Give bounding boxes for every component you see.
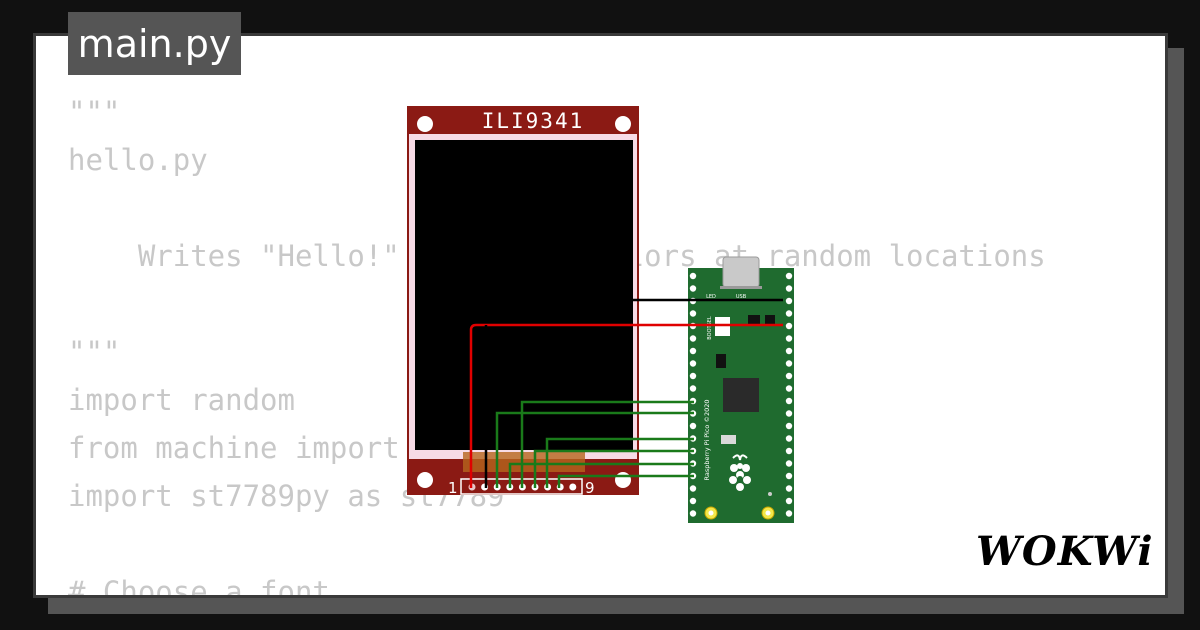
data-wire <box>495 411 694 488</box>
display-screen <box>415 140 633 450</box>
pico-pin[interactable] <box>689 310 697 317</box>
mount-hole-center <box>708 510 714 516</box>
pico-pin[interactable] <box>785 322 793 330</box>
pico-pin[interactable] <box>785 360 793 367</box>
display-label: ILI9341 <box>482 109 585 133</box>
pico-pin[interactable] <box>689 360 697 367</box>
pico-pin[interactable] <box>785 285 793 292</box>
pico-pin[interactable] <box>689 485 697 492</box>
pico-pin[interactable] <box>785 460 793 467</box>
bootsel-label: BOOTSEL <box>707 316 713 340</box>
code-line: """ <box>68 335 121 369</box>
code-line: """ <box>68 95 121 129</box>
pico-pin[interactable] <box>785 297 793 305</box>
data-wire <box>520 400 694 488</box>
data-wire <box>545 437 694 488</box>
mount-hole <box>615 116 631 132</box>
pico-pin[interactable] <box>785 472 793 480</box>
test-point <box>768 492 772 496</box>
pico-pin[interactable] <box>785 372 793 380</box>
pico-pin[interactable] <box>785 272 793 280</box>
bootsel-button[interactable] <box>715 317 730 336</box>
mount-hole <box>417 472 433 488</box>
pico-pin[interactable] <box>785 510 793 517</box>
pico-pin[interactable] <box>785 435 793 442</box>
wires <box>469 298 783 488</box>
pico-pin[interactable] <box>689 372 697 380</box>
pico-pin[interactable] <box>785 422 793 430</box>
wokwi-logo[interactable]: WOKWi <box>976 528 1154 575</box>
pico-pin[interactable] <box>785 385 793 392</box>
pico-pin[interactable] <box>785 397 793 405</box>
raspberry-pi-logo <box>729 454 751 491</box>
display-pin[interactable] <box>480 482 490 492</box>
pico-chip <box>716 354 726 368</box>
pico-pin[interactable] <box>785 335 793 342</box>
rp2040-chip <box>723 378 759 412</box>
pico-component <box>721 435 736 444</box>
pico-pin[interactable] <box>785 485 793 492</box>
code-line: # Choose a font <box>68 575 330 598</box>
pico-pin[interactable] <box>689 272 697 280</box>
pico-pin[interactable] <box>785 347 793 355</box>
pico-pin[interactable] <box>689 510 697 517</box>
display-pin[interactable] <box>568 482 578 492</box>
pico-chip <box>748 315 760 324</box>
pico-pin[interactable] <box>689 285 697 292</box>
usb-connector <box>722 256 760 288</box>
pin-start-label: 1 <box>448 479 458 497</box>
data-wire <box>508 462 694 488</box>
pico-pin[interactable] <box>785 447 793 455</box>
data-wire <box>533 449 694 488</box>
pico-pin[interactable] <box>689 497 697 505</box>
pico-pin[interactable] <box>689 335 697 342</box>
pin-end-label: 9 <box>585 479 595 497</box>
pico-pin[interactable] <box>785 410 793 417</box>
pico-silkscreen: Raspberry Pi Pico ©2020 <box>703 399 711 480</box>
usb-label: USB <box>736 294 747 300</box>
mount-hole <box>417 116 433 132</box>
pico-pin[interactable] <box>785 310 793 317</box>
vcc-wire <box>469 323 783 488</box>
flex-cable <box>463 452 585 472</box>
pico-pin[interactable] <box>689 347 697 355</box>
led-label: LED <box>706 294 716 300</box>
code-line: hello.py <box>68 143 208 177</box>
data-wire <box>557 474 694 488</box>
pico-pin[interactable] <box>689 422 697 430</box>
mount-hole <box>615 472 631 488</box>
pico-pin[interactable] <box>689 385 697 392</box>
raspberry-pi-pico[interactable]: LED USB BOOTSEL Raspberry Pi Pico ©2020 <box>688 256 794 523</box>
pico-chip <box>765 315 775 324</box>
code-line: import random <box>68 383 295 417</box>
pico-pin[interactable] <box>785 497 793 505</box>
usb-base <box>720 286 762 289</box>
mount-hole-center <box>765 510 771 516</box>
ili9341-display[interactable]: ILI9341 1 9 <box>407 106 639 497</box>
file-tab[interactable]: main.py <box>68 12 241 75</box>
